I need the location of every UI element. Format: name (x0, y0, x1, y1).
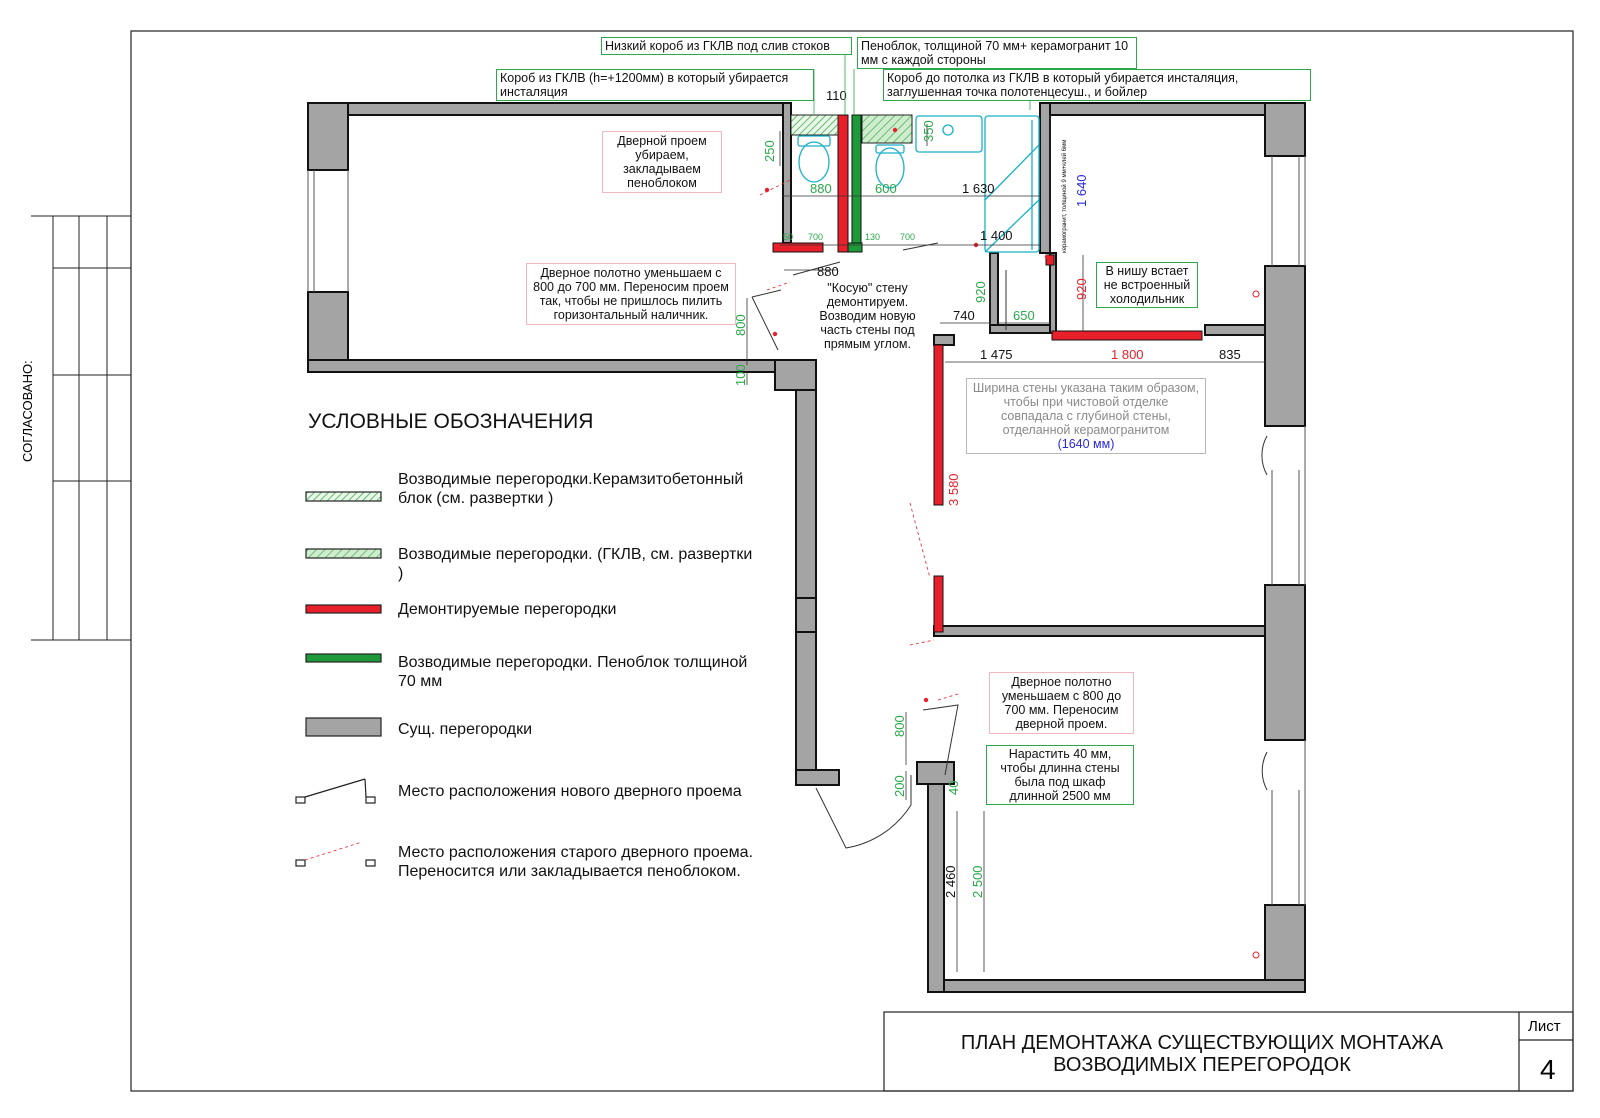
note-extend-40: Нарастить 40 мм, чтобы длинна стены была… (986, 745, 1134, 805)
leader-lines (813, 45, 1031, 115)
sheet-label: Лист (1528, 1018, 1561, 1035)
old-door-markers (759, 179, 959, 701)
legend-swatch-gklv (305, 548, 382, 559)
dim-1400: 1 400 (980, 228, 1013, 243)
gklv-box-ceiling (861, 114, 913, 144)
dim-1640: 1 640 (1074, 174, 1089, 207)
sheet-title: ПЛАН ДЕМОНТАЖА СУЩЕСТВУЮЩИХ МОНТАЖА ВОЗВ… (960, 1032, 1444, 1076)
dim-880-b: 880 (817, 264, 839, 279)
dim-920-a: 920 (973, 281, 988, 303)
dim-835: 835 (1219, 347, 1241, 362)
dim-40: 40 (946, 781, 961, 795)
legend-swatch-existing (305, 717, 382, 737)
legend-item-existing: Сущ. перегородки (398, 721, 533, 738)
windows (307, 156, 1306, 905)
legend-swatches (295, 491, 382, 867)
dim-600: 600 (875, 181, 897, 196)
legend-item-foam: Возводимые перегородки. Пеноблок толщино… (398, 654, 748, 690)
dim-3580: 3 580 (946, 473, 961, 506)
note-wall-width-text: Ширина стены указана таким образом, чтоб… (972, 381, 1200, 437)
note-wall-width-value: (1640 мм) (1057, 437, 1115, 451)
dim-50: 50 (783, 232, 793, 242)
note-door-reduce-2: Дверное полотно уменьшаем с 800 до 700 м… (989, 672, 1134, 734)
note-door-removed: Дверной проем убираем, закладываем пеноб… (602, 131, 722, 193)
sheet-frame (130, 30, 1574, 1092)
legend-symbol-new-door (295, 778, 376, 804)
ceramic-note-vertical: керамогранит, толщиной 9 мм+клей 6мм (1061, 140, 1068, 253)
legend-item-gklv: Возводимые перегородки. (ГКЛВ, см. разве… (398, 546, 753, 582)
note-box-ceiling: Короб до потолка из ГКЛВ в который убира… (883, 69, 1311, 101)
dim-200: 200 (892, 775, 907, 797)
dim-700-b: 700 (900, 232, 915, 242)
dim-650: 650 (1013, 308, 1035, 323)
dim-1475: 1 475 (980, 347, 1013, 362)
note-low-box: Низкий короб из ГКЛВ под слив стоков (601, 37, 852, 55)
dim-130: 130 (865, 232, 880, 242)
legend-item-ceramsite: Возводимые перегородки.Керамзитобетонный… (398, 471, 744, 507)
existing-walls (307, 102, 1306, 993)
bathroom-fixtures (797, 115, 1040, 253)
sheet-number: 4 (1540, 1054, 1556, 1085)
dim-250: 250 (762, 140, 777, 162)
note-fridge: В нишу встает не встроенный холодильник (1096, 262, 1198, 308)
dim-920-b: 920 (1074, 278, 1089, 300)
approval-stamp (31, 215, 131, 641)
note-oblique-wall: "Косую" стену демонтируем. Возводим нову… (819, 281, 916, 351)
dim-100: 100 (733, 364, 748, 386)
legend-swatch-demolish (305, 604, 382, 614)
legend-title: УСЛОВНЫЕ ОБОЗНАЧЕНИЯ (308, 410, 594, 433)
legend-symbol-old-door (295, 841, 376, 867)
title-block (883, 1011, 1574, 1092)
legend-swatch-foam (305, 653, 382, 663)
dim-1630: 1 630 (962, 181, 995, 196)
note-foam-block: Пеноблок, толщиной 70 мм+ керамогранит 1… (857, 37, 1137, 69)
dim-880-a: 880 (810, 181, 832, 196)
new-foam-walls (847, 114, 863, 253)
dim-700-a: 700 (808, 232, 823, 242)
dim-2500: 2 500 (970, 865, 985, 898)
legend-item-old-door: Место расположения старого дверного прое… (398, 844, 754, 880)
legend-item-new-door: Место расположения нового дверного проем… (398, 783, 742, 800)
dim-110: 110 (826, 88, 847, 103)
dim-2460: 2 460 (943, 865, 958, 898)
dim-800-a: 800 (733, 314, 748, 336)
dim-1800: 1 800 (1111, 347, 1144, 362)
dim-800-b: 800 (892, 715, 907, 737)
note-wall-width: Ширина стены указана таким образом, чтоб… (966, 378, 1206, 454)
dimension-lines (746, 115, 1265, 972)
note-door-reduce-1: Дверное полотно уменьшаем с 800 до 700 м… (526, 263, 736, 325)
note-box-1200: Короб из ГКЛВ (h=+1200мм) в который убир… (496, 69, 814, 101)
dim-740: 740 (953, 308, 975, 323)
legend-item-demolish: Демонтируемые перегородки (398, 601, 617, 618)
dim-350: 350 (921, 120, 936, 142)
demolished-walls (772, 114, 1203, 633)
doors (751, 242, 1268, 849)
approval-label: СОГЛАСОВАНО: (20, 360, 35, 462)
legend-swatch-ceramsite (305, 491, 382, 502)
gklv-box-left (790, 114, 839, 136)
